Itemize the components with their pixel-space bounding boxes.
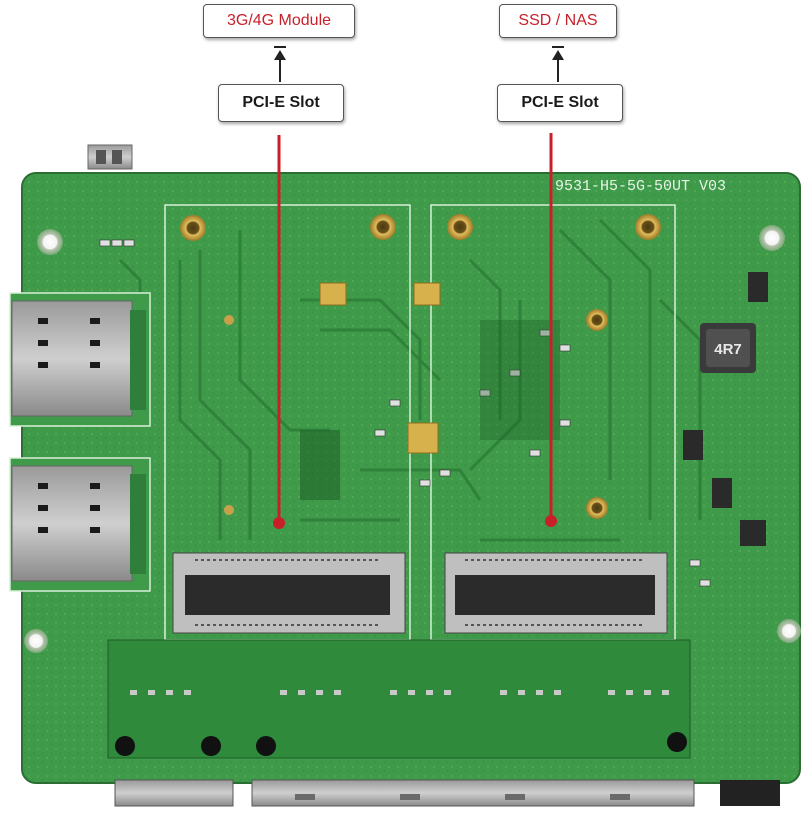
arrow-up-icon [274,50,286,60]
arrow-cap-left [274,46,286,48]
arrow-stem-left [279,58,281,82]
arrow-cap-right [552,46,564,48]
inductor-marking: 4R7 [714,341,742,358]
slot-label-left: PCI-E Slot [218,84,344,122]
arrow-up-icon [552,50,564,60]
arrow-stem-right [557,58,559,82]
silkscreen-label: 9531-H5-5G-50UT V03 [555,178,726,195]
slot-label-right: PCI-E Slot [497,84,623,122]
module-label-ssd-nas: SSD / NAS [499,4,617,38]
module-label-3g4g: 3G/4G Module [203,4,355,38]
